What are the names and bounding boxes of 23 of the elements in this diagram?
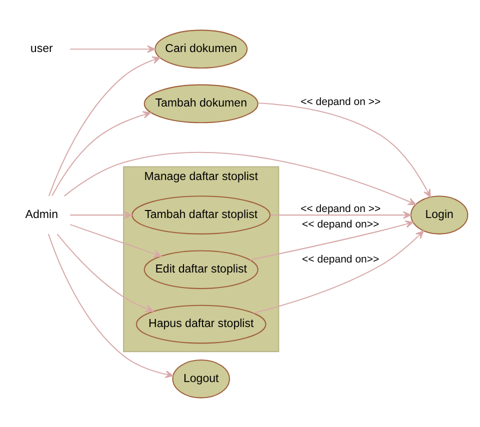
arrow [258,102,430,197]
edge-label: << depand on >> [300,95,380,108]
node-ellipse: Tambah dokumen [143,84,258,123]
arrow [70,44,155,52]
node-ellipse: Login [410,195,468,234]
arrow [270,210,411,218]
node-text: user [30,42,52,55]
edge-label: << depand on>> [302,252,379,265]
arrow [70,210,132,218]
edge-label: << depand on >> [300,202,380,214]
node-text: Admin [24,208,58,220]
edge-label: << depand on>> [302,218,379,230]
arrow [56,233,154,312]
arrow [48,233,173,378]
arrow [69,224,162,257]
node-ellipse: Tambah daftar stoplist [131,195,270,234]
node-ellipse: Cari dokumen [154,29,248,68]
arrow [252,230,424,314]
node-ellipse: Logout [172,358,230,398]
arrow [63,151,416,205]
arrow [51,110,151,196]
arrow [48,56,160,196]
arrow [249,220,414,260]
